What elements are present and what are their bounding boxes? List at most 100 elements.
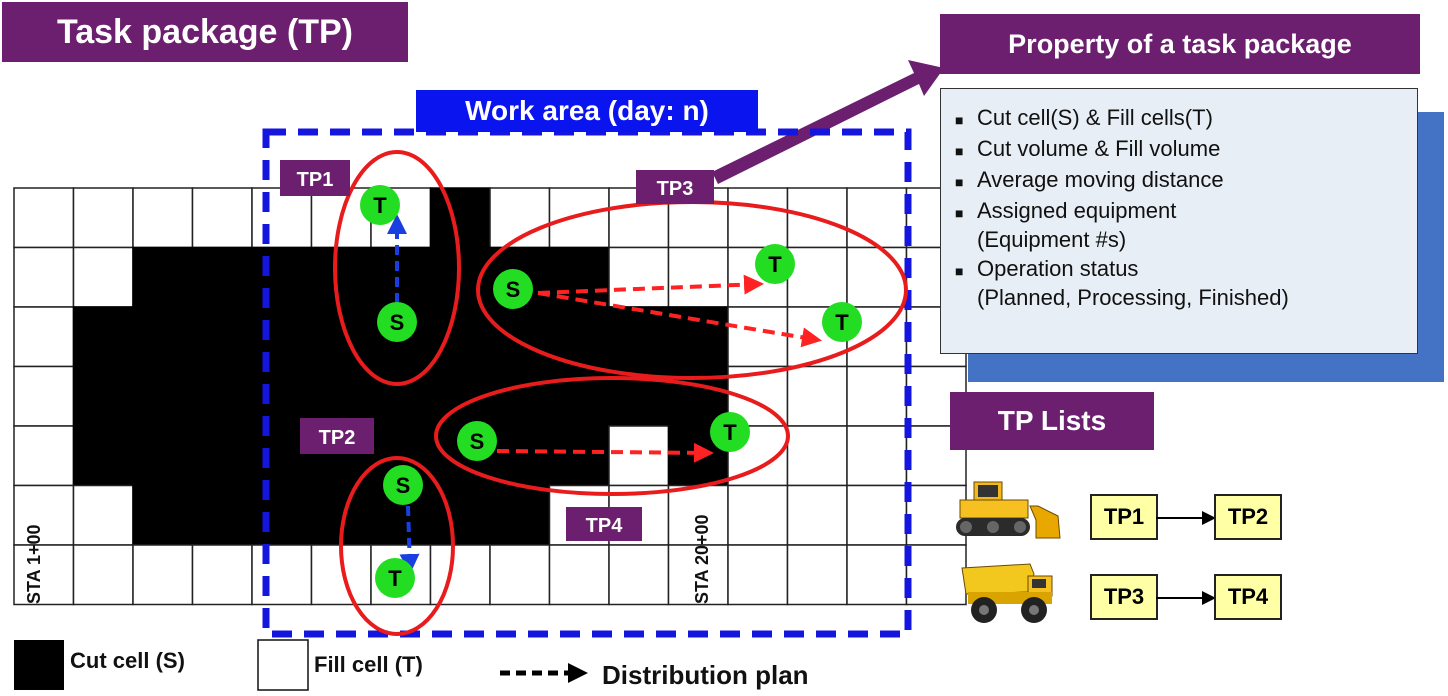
tp-list-box-text: TP1 (1103, 504, 1145, 529)
tp3-tag: TP3 (636, 170, 714, 204)
cut-cell (429, 484, 491, 546)
tp-list-box: TP1 (1090, 494, 1158, 540)
fill-cell (13, 246, 75, 308)
tp-list-box-text: TP2 (1227, 504, 1269, 529)
fill-cell (608, 425, 670, 487)
property-item: ■ Assigned equipment (955, 198, 1403, 226)
node-t-tp3-b: T (822, 302, 862, 342)
cut-cell (191, 246, 253, 308)
cell-grid (13, 187, 967, 606)
legend-cut-swatch (14, 640, 64, 690)
fill-cell (727, 544, 789, 606)
fill-cell (846, 484, 908, 546)
svg-text:T: T (723, 420, 737, 445)
fill-cell (191, 187, 253, 249)
tp-lists-title-text: TP Lists (997, 405, 1107, 436)
node-s-tp1: S (377, 302, 417, 342)
fill-cell (786, 544, 848, 606)
fill-cell (72, 484, 134, 546)
tp4-outline (434, 376, 790, 496)
property-title-text: Property of a task package (1008, 28, 1352, 59)
svg-text:S: S (390, 310, 405, 335)
fill-cell (905, 544, 967, 606)
fill-cell (251, 544, 313, 606)
legend-fill-swatch (257, 639, 309, 691)
fill-cell (429, 544, 491, 606)
fill-cell (846, 365, 908, 427)
fill-cell (727, 187, 789, 249)
bullet-icon: ■ (955, 112, 964, 128)
fill-cell (786, 246, 848, 308)
fill-cell (191, 544, 253, 606)
fill-cell (905, 484, 967, 546)
node-s-tp4: S (457, 421, 497, 461)
fill-cell (846, 425, 908, 487)
svg-text:TP4: TP4 (586, 515, 624, 537)
cut-cell (132, 484, 194, 546)
station-start-label: STA 1+00 (24, 524, 44, 604)
cut-cell (548, 425, 610, 487)
tp1-outline (333, 150, 461, 386)
legend-plan-label: Distribution plan (602, 660, 809, 690)
property-item: ■ Cut cell(S) & Fill cells(T) (955, 105, 1403, 133)
tp-list-box: TP4 (1214, 574, 1282, 620)
tp2-arrow (399, 505, 420, 574)
svg-text:T: T (835, 310, 849, 335)
cut-cell (370, 246, 432, 308)
node-t-tp2: T (375, 558, 415, 598)
fill-cell (548, 187, 610, 249)
property-item-subtext: (Equipment #s) (977, 227, 1127, 252)
tp4-arrow (496, 442, 714, 463)
bullet-icon: ■ (955, 263, 964, 279)
page-title: Task package (TP) (2, 2, 408, 62)
fill-cell (667, 544, 729, 606)
cut-cell (191, 306, 253, 368)
cut-cell (132, 246, 194, 308)
tp-list-box-text: TP3 (1103, 584, 1145, 609)
tp1-tag: TP1 (280, 160, 350, 196)
property-item: ■ Average moving distance (955, 167, 1403, 195)
fill-cell (846, 187, 908, 249)
bullet-icon: ■ (955, 143, 964, 159)
cut-cell (489, 365, 551, 427)
property-item: ■ Cut volume & Fill volume (955, 136, 1403, 164)
station-end-label: STA 20+00 (692, 514, 712, 604)
node-s-tp2: S (383, 465, 423, 505)
fill-cell (786, 425, 848, 487)
dump-truck-icon (961, 563, 1053, 623)
fill-cell (608, 544, 670, 606)
cut-cell (310, 365, 372, 427)
svg-text:TP1: TP1 (297, 169, 334, 191)
cut-cell (191, 484, 253, 546)
cut-cell (489, 425, 551, 487)
tp3-arrow-b (537, 291, 822, 348)
property-item-text: Cut cell(S) & Fill cells(T) (977, 105, 1213, 130)
fill-cell (846, 544, 908, 606)
node-t-tp4: T (710, 412, 750, 452)
fill-cell (72, 246, 134, 308)
property-item-text: Assigned equipment (977, 198, 1177, 223)
bulldozer-icon (956, 481, 1061, 539)
legend-cut-label: Cut cell (S) (70, 648, 185, 673)
work-area-boundary (262, 128, 912, 638)
fill-cell (72, 544, 134, 606)
fill-cell (13, 425, 75, 487)
fill-cell (727, 306, 789, 368)
fill-cell (132, 187, 194, 249)
cut-cell (132, 425, 194, 487)
property-item: ■ Operation status (955, 256, 1403, 284)
cut-cell (251, 246, 313, 308)
fill-cell (13, 365, 75, 427)
fill-cell (608, 246, 670, 308)
cut-cell (251, 306, 313, 368)
property-item-text: Average moving distance (977, 167, 1224, 192)
fill-cell (13, 187, 75, 249)
fill-cell (786, 365, 848, 427)
cut-cell (191, 425, 253, 487)
property-item-text: Operation status (977, 256, 1139, 281)
fill-cell (72, 187, 134, 249)
page-title-text: Task package (TP) (56, 12, 354, 51)
legend-fill-label: Fill cell (T) (314, 652, 423, 677)
cut-cell (489, 306, 551, 368)
